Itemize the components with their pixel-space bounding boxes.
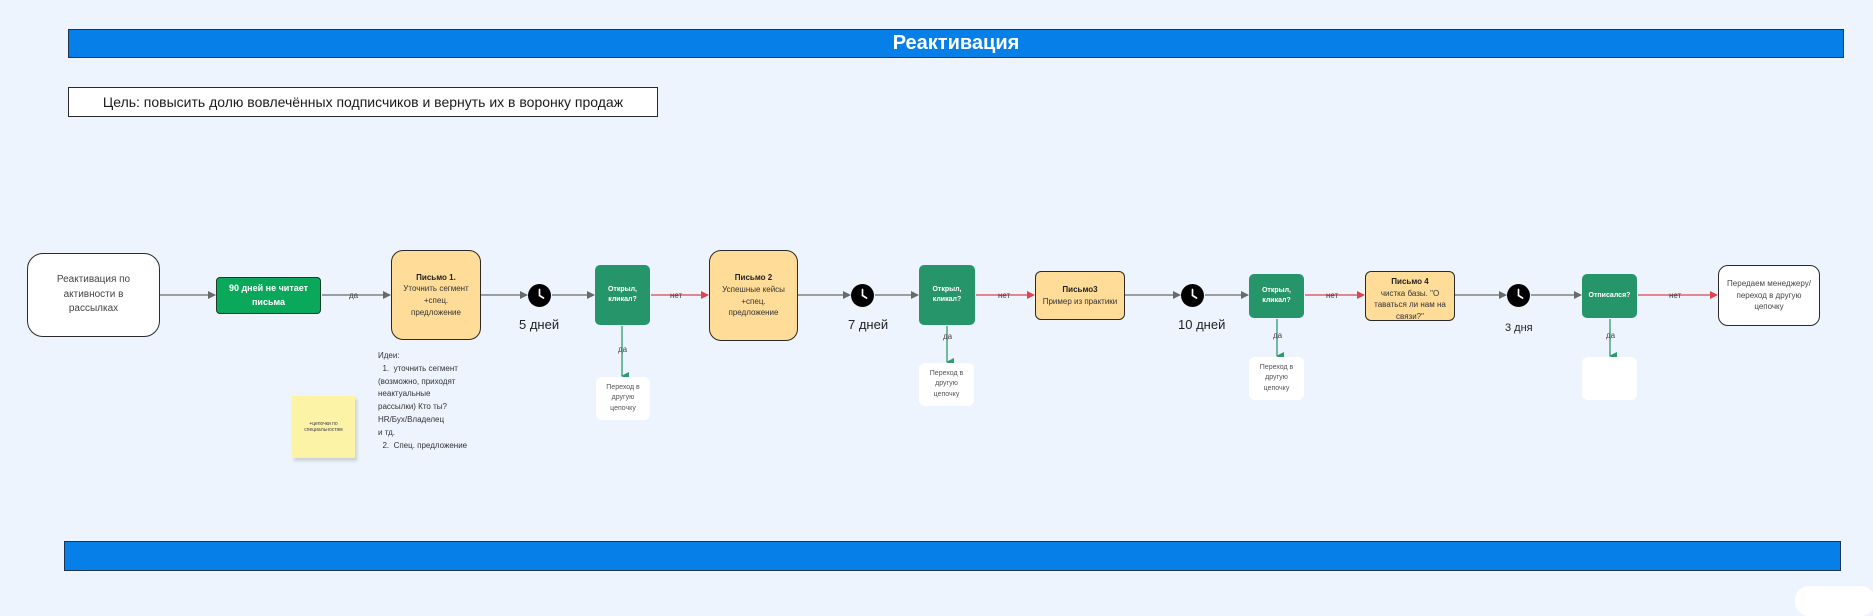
decision-4-node[interactable]: Отписался? (1582, 274, 1637, 318)
decision-1-node[interactable]: Открыл, кликал? (595, 265, 650, 325)
corner-card (1795, 586, 1873, 616)
clock-icon (1507, 284, 1530, 307)
letter-3-body: Пример из практики (1042, 296, 1118, 306)
edge-label-no: нет (670, 291, 683, 300)
start-node[interactable]: Реактивация по активности в рассылках (27, 253, 160, 337)
connector-layer (160, 291, 1718, 380)
letter-1-body: Уточнить сегмент +спец. предложение (403, 284, 469, 317)
decision-3-node[interactable]: Открыл, кликал? (1249, 274, 1304, 318)
footer-bar (64, 541, 1841, 571)
clock-icon (1181, 284, 1204, 307)
result-2-node[interactable]: Переход в другую цепочку (919, 363, 974, 406)
edge-label-yes: да (349, 291, 359, 300)
wait-4-label: 3 дня (1505, 322, 1533, 334)
edge-label-yes: да (1273, 331, 1283, 340)
letter-4-node[interactable]: Письмо 4 чистка базы. "О таваться ли нам… (1365, 271, 1455, 321)
letter-3-title: Письмо3 (1062, 284, 1098, 294)
edge-label-no: нет (998, 291, 1011, 300)
edge-label-no: нет (1669, 291, 1682, 300)
letter-3-node[interactable]: Письмо3 Пример из практики (1035, 271, 1125, 320)
result-1-node[interactable]: Переход в другую цепочку (596, 377, 650, 420)
letter-4-title: Письмо 4 (1391, 277, 1429, 286)
letter-4-body: чистка базы. "О таваться ли нам на связи… (1374, 288, 1446, 321)
result-4-node[interactable] (1582, 357, 1637, 400)
result-3-node[interactable]: Переход в другую цепочку (1249, 357, 1304, 400)
wait-1-label: 5 дней (519, 317, 560, 332)
edge-label-yes: да (618, 345, 628, 354)
decision-2-node[interactable]: Открыл, кликал? (919, 265, 975, 325)
letter-2-title: Письмо 2 (734, 273, 773, 283)
letter-2-node[interactable]: Письмо 2 Успешные кейсы +спец. предложен… (709, 250, 798, 341)
final-node[interactable]: Передаем менеджеру/переход в другую цепо… (1718, 265, 1820, 326)
letter-2-body: Успешные кейсы +спец. предложение (722, 284, 785, 318)
page-title: Реактивация (68, 29, 1844, 58)
clock-icon (528, 284, 551, 307)
clock-icon (851, 284, 874, 307)
trigger-node[interactable]: 90 дней не читает письма (216, 277, 321, 314)
ideas-note: Идеи: 1. уточнить сегмент (возможно, при… (378, 351, 468, 450)
letter-1-node[interactable]: Письмо 1. Уточнить сегмент +спец. предло… (391, 250, 481, 340)
wait-3-label: 10 дней (1178, 317, 1226, 332)
goal-statement: Цель: повысить долю вовлечённых подписчи… (68, 87, 658, 117)
sticky-note[interactable]: +цепочки по специальностям (292, 396, 355, 458)
wait-2-label: 7 дней (848, 317, 889, 332)
edge-label-yes: да (943, 332, 953, 341)
edge-label-yes: да (1606, 331, 1616, 340)
letter-1-title: Письмо 1. (416, 272, 456, 282)
edge-label-no: нет (1326, 291, 1339, 300)
